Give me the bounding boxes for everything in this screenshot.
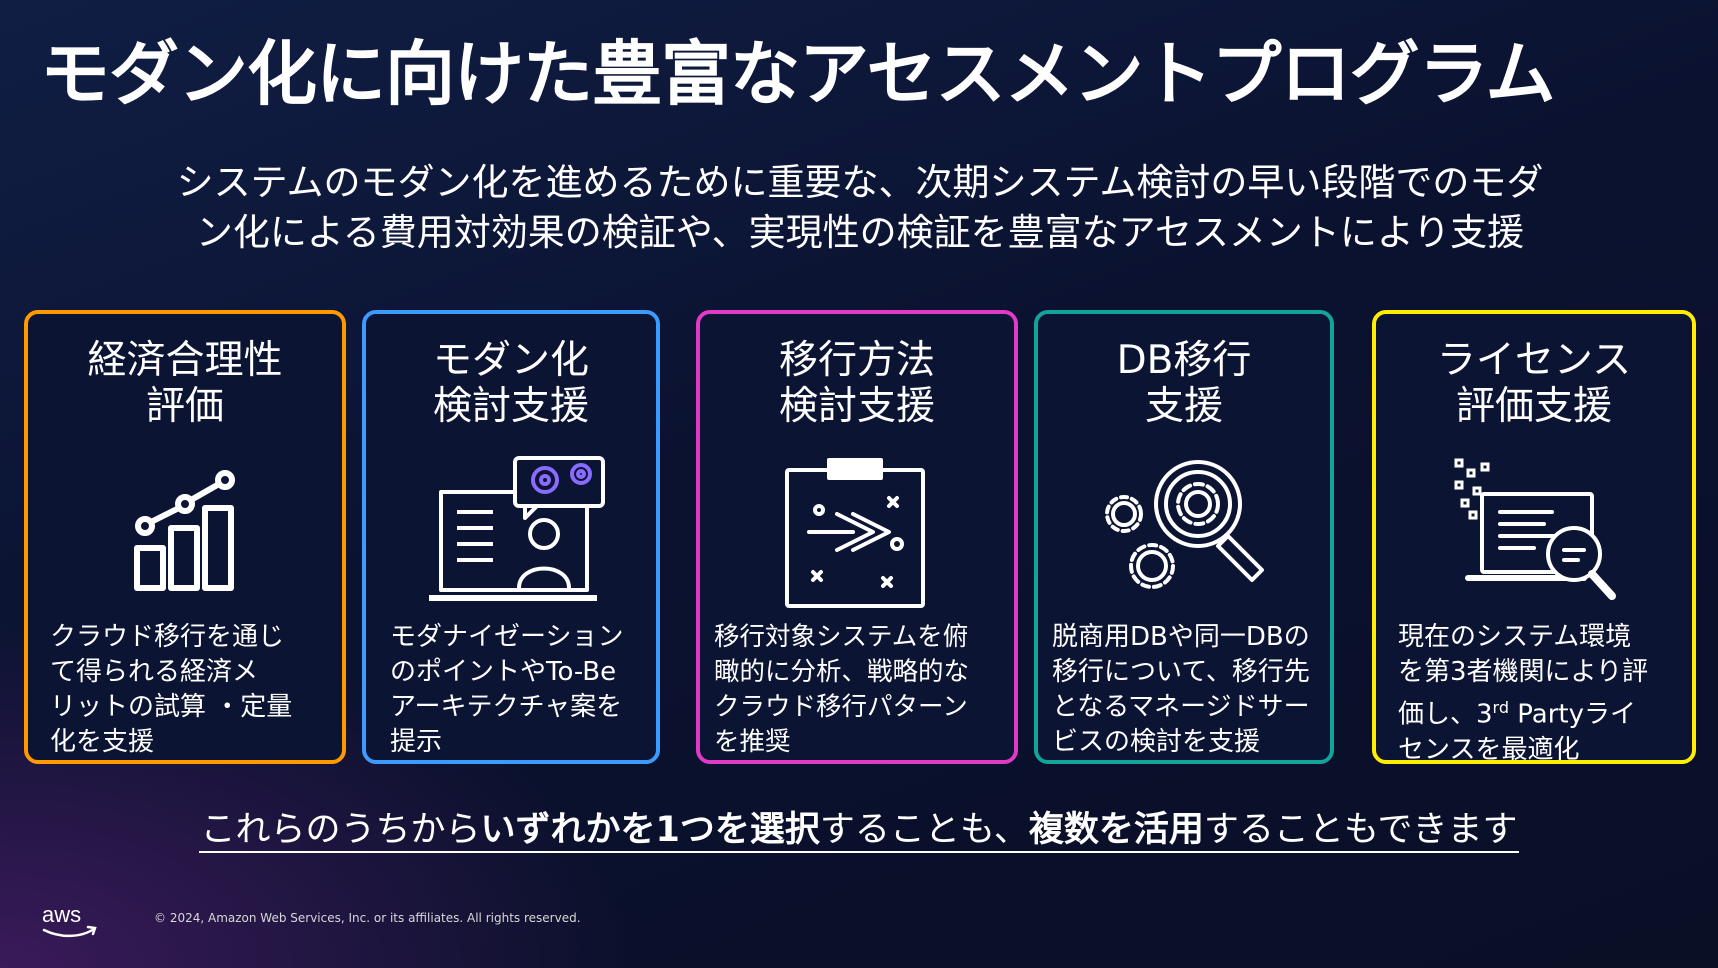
card-title-line-2: 検討支援 <box>432 384 589 429</box>
card-description-part-a: 現在のシステム環境 を第3者機関により評 価し、3 <box>1398 622 1649 730</box>
card-modernization-support: モダン化 検討支援 モダナイゼーション の <box>362 310 660 764</box>
card-title-line-2: 評価 <box>145 384 224 429</box>
subtitle: システムのモダン化を進めるために重要な、次期システム検討の早い段階でのモダ ン化… <box>40 158 1680 258</box>
card-description-superscript: rd <box>1492 698 1509 717</box>
card-description: クラウド移行を通じ て得られる経済メ リットの試算 ・定量 化を支援 <box>50 622 293 757</box>
card-db-migration-support: DB移行 支援 脱商用DBや同一DBの 移行について、移行先 となるマネージドサ… <box>1034 310 1334 764</box>
card-migration-method-support: 移行方法 検討支援 移行対象システムを俯 瞰的に分析、戦略的な クラウド移行パタ… <box>696 310 1018 764</box>
growth-chart-icon <box>134 470 235 591</box>
footnote-bold-2: 複数を活用 <box>1028 810 1204 850</box>
card-license-evaluation-support: ライセンス 評価支援 <box>1372 310 1696 765</box>
gear-magnifier-icon <box>1105 460 1264 589</box>
modernization-consult-icon <box>429 456 605 601</box>
card-description-part-b: Partyライ センスを最適化 <box>1398 699 1636 765</box>
card-title-line-1: 移行方法 <box>778 338 935 383</box>
copyright: © 2024, Amazon Web Services, Inc. or its… <box>154 911 581 925</box>
footnote-bold-1: いずれかを1つを選択 <box>480 810 820 850</box>
card-title-line-2: 評価支援 <box>1455 384 1612 429</box>
card-title-line-1: ライセンス <box>1436 338 1632 383</box>
footnote-text-3: することもできます <box>1203 810 1518 850</box>
card-title-line-1: 経済合理性 <box>87 338 283 383</box>
card-title-line-1: DB移行 <box>1116 338 1252 383</box>
assessment-cards: 経済合理性 評価 クラウド移行を通じ て得られる経済メ リットの試算 ・定量 化… <box>24 310 1700 770</box>
card-description: 移行対象システムを俯 瞰的に分析、戦略的な クラウド移行パターン を推奨 <box>714 622 970 757</box>
subtitle-line-2: ン化による費用対効果の検証や、実現性の検証を豊富なアセスメントにより支援 <box>195 211 1525 254</box>
card-description: 脱商用DBや同一DBの 移行について、移行先 となるマネージドサー ビスの検討を… <box>1052 622 1310 757</box>
footnote: これらのうちからいずれかを1つを選択することも、複数を活用することもできます <box>0 806 1718 854</box>
card-title-line-2: 支援 <box>1144 384 1223 429</box>
card-title-line-1: モダン化 <box>432 338 589 383</box>
migration-strategy-board-icon <box>785 458 925 608</box>
aws-logo-text: aws <box>42 902 81 927</box>
card-description: モダナイゼーション のポイントやTo-Be アーキテクチャ案を 提示 <box>390 622 624 757</box>
aws-logo-icon: aws <box>42 902 97 938</box>
card-title-line-2: 検討支援 <box>778 384 935 429</box>
subtitle-line-1: システムのモダン化を進めるために重要な、次期システム検討の早い段階でのモダ <box>176 161 1544 204</box>
license-inspection-icon <box>1454 458 1616 600</box>
card-description: 現在のシステム環境 を第3者機関により評 価し、3rd Partyライ センスを… <box>1398 620 1678 768</box>
page-title: モダン化に向けた豊富なアセスメントプログラム <box>40 33 1556 115</box>
card-economic-evaluation: 経済合理性 評価 クラウド移行を通じ て得られる経済メ リットの試算 ・定量 化… <box>24 310 346 764</box>
footnote-text-1: これらのうちから <box>200 810 481 850</box>
footnote-text-2: することも、 <box>819 810 1029 850</box>
